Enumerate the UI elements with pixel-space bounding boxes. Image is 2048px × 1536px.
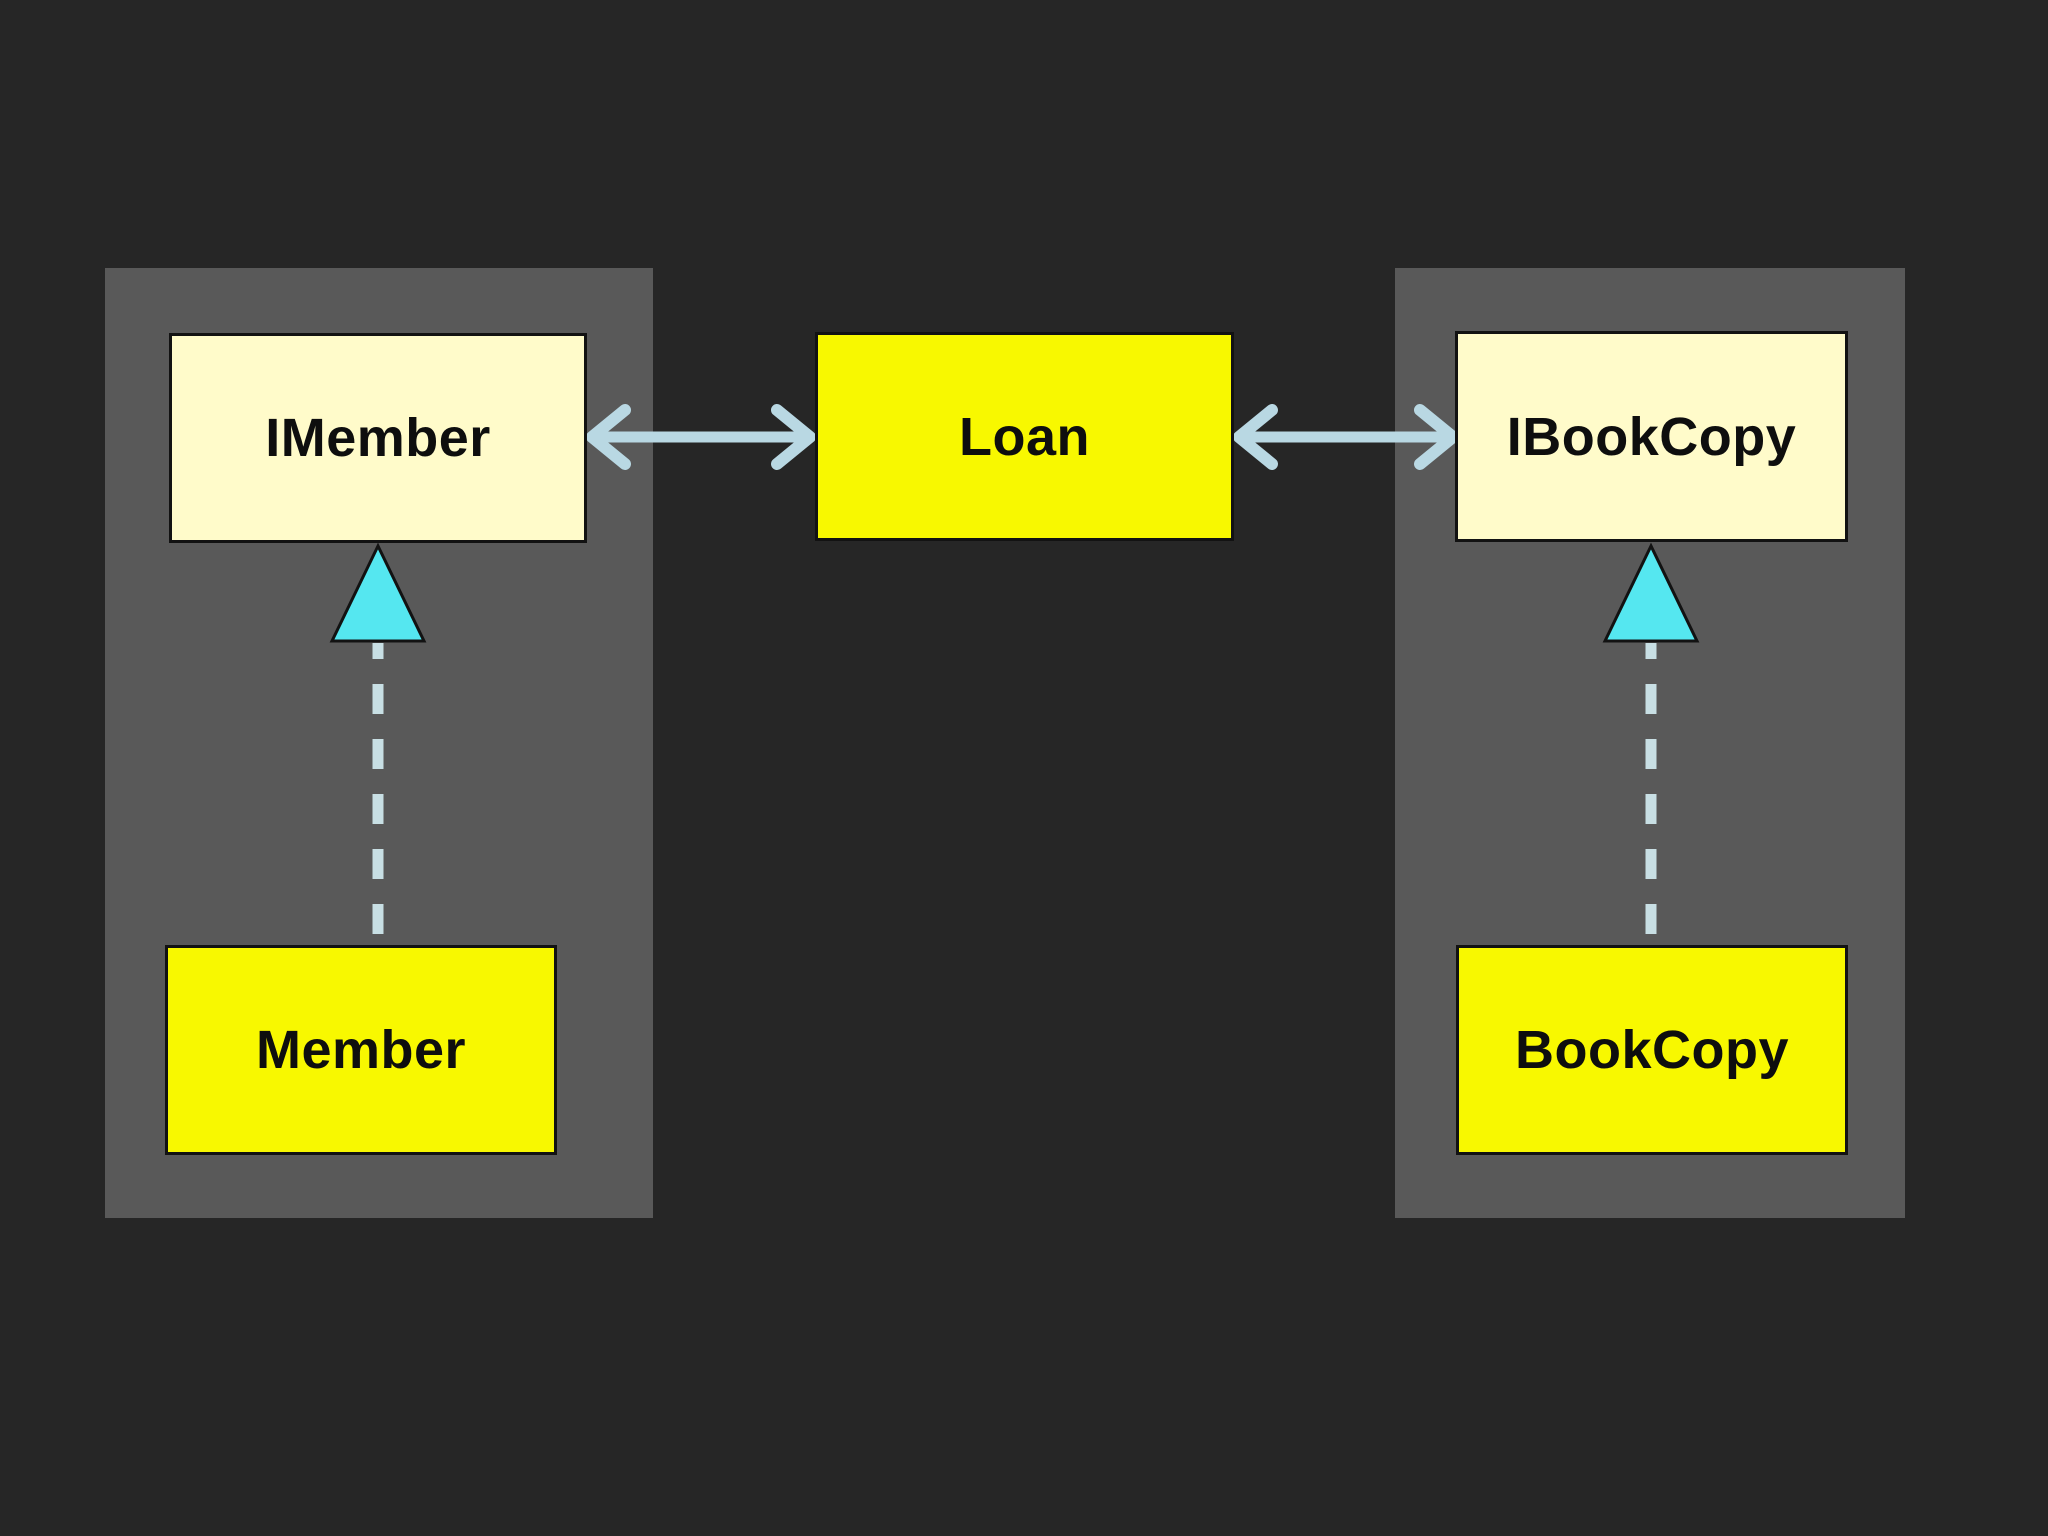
node-imember: IMember <box>169 333 587 543</box>
node-loan: Loan <box>815 332 1234 541</box>
node-ibookcopy-label: IBookCopy <box>1506 406 1797 467</box>
node-ibookcopy: IBookCopy <box>1455 331 1848 542</box>
node-imember-label: IMember <box>265 408 491 468</box>
left-arrowhead-icon <box>1233 404 1278 470</box>
node-loan-label: Loan <box>959 406 1090 467</box>
node-member: Member <box>165 945 557 1155</box>
node-bookcopy: BookCopy <box>1456 945 1848 1155</box>
node-bookcopy-label: BookCopy <box>1515 1020 1789 1080</box>
right-arrowhead-icon <box>771 404 816 470</box>
node-member-label: Member <box>255 1020 467 1080</box>
